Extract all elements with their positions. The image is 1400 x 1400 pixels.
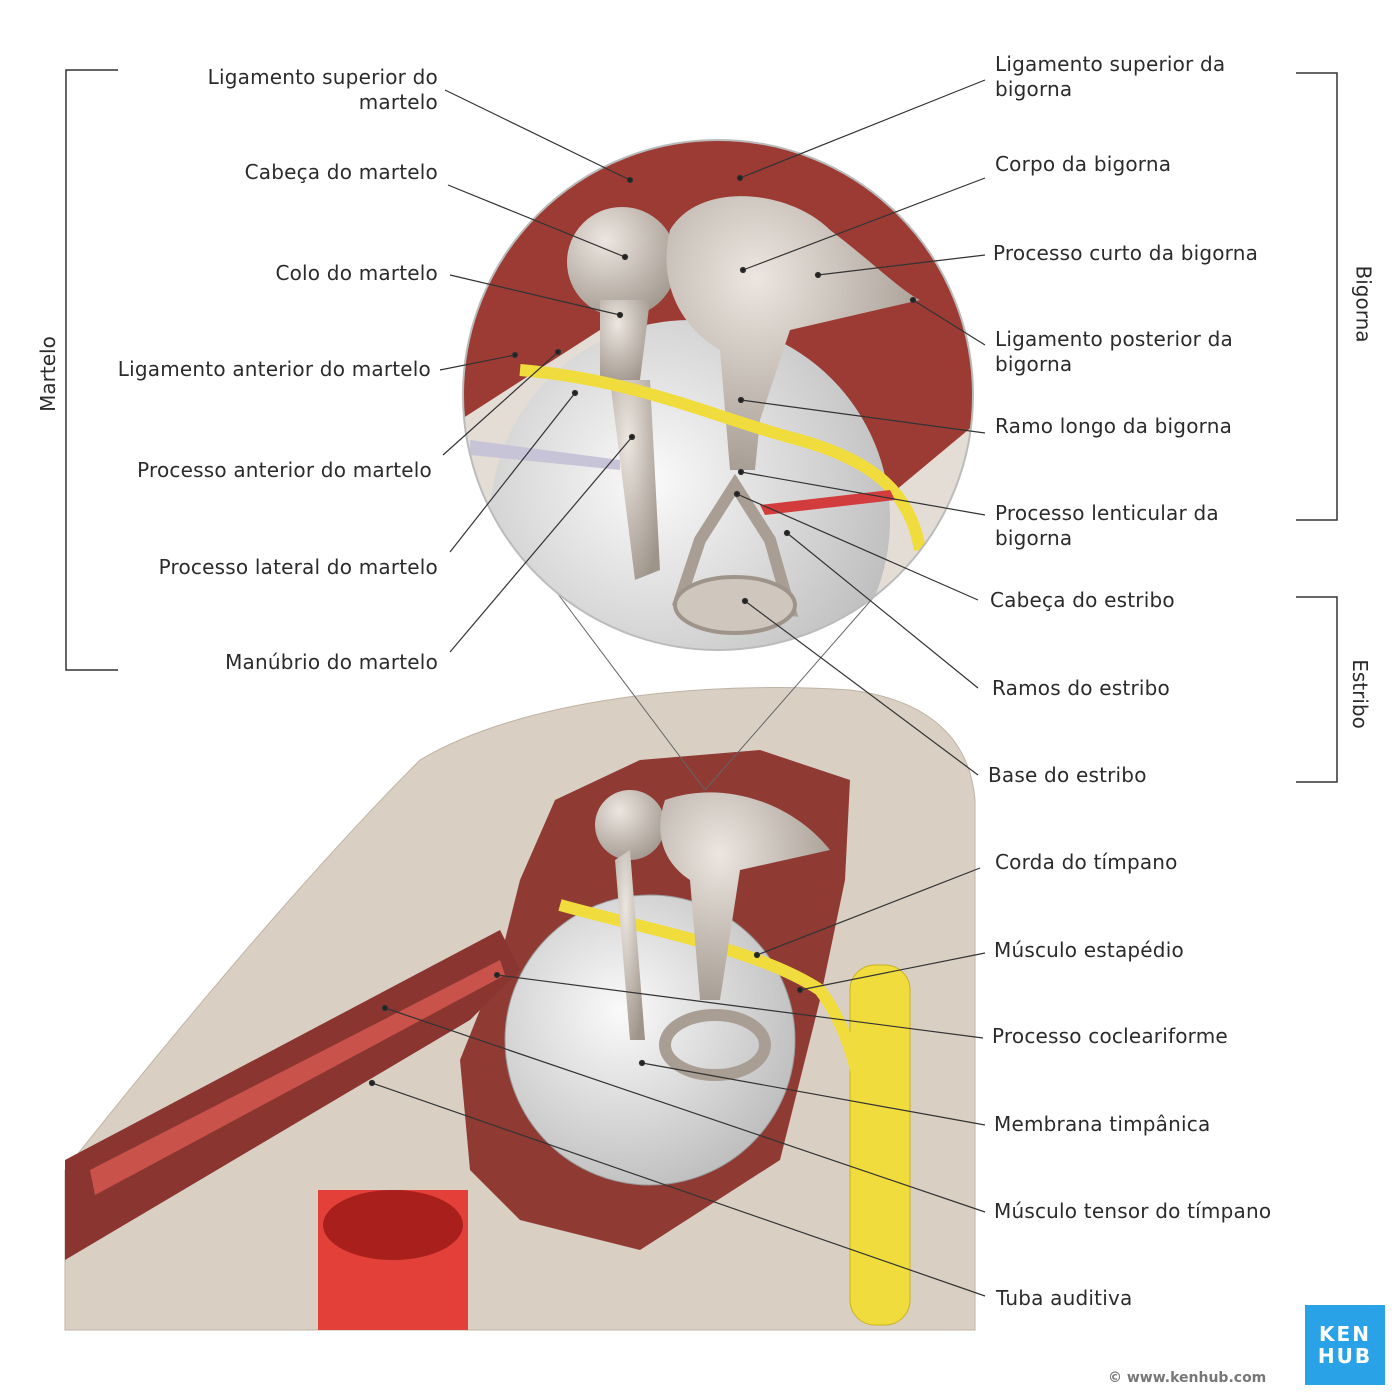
leader-line-right-9: [756, 867, 981, 956]
leader-line-right-0-dot: [736, 174, 744, 182]
label-right-5: Processo lenticular da bigorna: [995, 501, 1219, 550]
group-label-estribo: Estribo: [1347, 659, 1372, 729]
label-right-0: Ligamento superior da bigorna: [995, 52, 1226, 101]
tensor-tympani-muscle: [90, 960, 505, 1195]
leader-line-left-6-dot: [628, 433, 636, 441]
label-right-1: Corpo da bigorna: [995, 152, 1172, 176]
label-right-7: Ramos do estribo: [992, 676, 1170, 700]
label-right-2: Processo curto da bigorna: [993, 241, 1259, 265]
artery-lumen: [323, 1190, 463, 1260]
leader-line-left-3: [439, 354, 516, 371]
leader-line-right-7-dot: [783, 529, 791, 537]
label-left-3: Ligamento anterior do martelo: [117, 357, 431, 381]
leader-line-right-8: [744, 600, 979, 776]
label-right-10: Músculo estapédio: [994, 938, 1184, 962]
bracket-martelo: [65, 69, 118, 671]
leader-line-right-9-dot: [753, 951, 761, 959]
leader-line-right-12-dot: [638, 1059, 646, 1067]
leader-line-left-2: [449, 274, 621, 316]
label-left-0: Ligamento superior do martelo: [207, 65, 438, 114]
leader-line-left-0: [444, 89, 631, 181]
leader-line-left-5-dot: [571, 389, 579, 397]
label-left-1: Cabeça do martelo: [244, 160, 438, 184]
label-right-4: Ramo longo da bigorna: [995, 414, 1233, 438]
leader-line-right-10: [799, 952, 986, 991]
label-right-12: Membrana timpânica: [994, 1112, 1211, 1136]
leader-line-right-8-dot: [741, 597, 749, 605]
label-left-6: Manúbrio do martelo: [225, 650, 438, 674]
leader-line-right-0: [739, 79, 986, 179]
copyright: © www.kenhub.com: [1108, 1370, 1267, 1386]
leader-line-right-2: [817, 254, 986, 276]
leader-line-right-11-dot: [493, 971, 501, 979]
leader-line-right-10-dot: [796, 986, 804, 994]
leader-line-left-4: [442, 351, 559, 456]
leader-line-right-14: [371, 1082, 986, 1297]
bracket-bigorna: [1296, 72, 1338, 521]
tympanic-membrane: [504, 894, 796, 1186]
leader-line-right-13-dot: [381, 1004, 389, 1012]
label-right-13: Músculo tensor do tímpano: [994, 1199, 1272, 1223]
leader-line-left-6: [449, 436, 633, 653]
group-label-martelo: Martelo: [35, 336, 60, 412]
leader-line-right-6-dot: [733, 490, 741, 498]
leader-line-left-3-dot: [511, 351, 519, 359]
leader-line-right-4: [740, 399, 986, 434]
label-right-6: Cabeça do estribo: [990, 588, 1175, 612]
logo-text-ken: KEN: [1319, 1322, 1371, 1346]
leader-line-right-2-dot: [814, 271, 822, 279]
facial-nerve: [849, 964, 911, 1326]
label-left-2: Colo do martelo: [275, 261, 438, 285]
logo-text-hub: HUB: [1317, 1344, 1373, 1368]
leader-line-left-1-dot: [621, 253, 629, 261]
label-left-5: Processo lateral do martelo: [158, 555, 438, 579]
leader-line-right-14-dot: [368, 1079, 376, 1087]
magnified-view: [463, 140, 973, 650]
leader-line-right-13: [384, 1007, 986, 1213]
label-right-9: Corda do tímpano: [995, 850, 1178, 874]
leader-line-right-3: [912, 299, 986, 346]
label-right-3: Ligamento posterior da bigorna: [995, 327, 1233, 376]
leader-line-right-3-dot: [909, 296, 917, 304]
kenhub-logo: KEN HUB: [1305, 1305, 1385, 1385]
leader-line-right-1: [742, 177, 986, 271]
leader-line-right-7: [786, 532, 979, 689]
label-right-14: Tuba auditiva: [996, 1286, 1133, 1310]
leader-line-right-5-dot: [737, 468, 745, 476]
leader-line-right-5: [740, 471, 986, 516]
leader-line-left-0-dot: [626, 176, 634, 184]
leader-line-left-2-dot: [616, 311, 624, 319]
leader-line-right-12: [641, 1062, 986, 1126]
leader-line-left-1: [447, 184, 626, 258]
group-label-bigorna: Bigorna: [1351, 265, 1376, 343]
leader-line-left-4-dot: [554, 348, 562, 356]
label-right-11: Processo cocleariforme: [992, 1024, 1228, 1048]
leader-line-left-5: [449, 392, 576, 553]
leader-line-right-4-dot: [737, 396, 745, 404]
leader-line-right-11: [496, 974, 984, 1039]
leader-line-right-1-dot: [739, 266, 747, 274]
label-right-8: Base do estribo: [988, 763, 1147, 787]
leader-line-right-6: [736, 493, 979, 601]
label-left-4: Processo anterior do martelo: [137, 458, 432, 482]
bracket-estribo: [1296, 596, 1338, 783]
